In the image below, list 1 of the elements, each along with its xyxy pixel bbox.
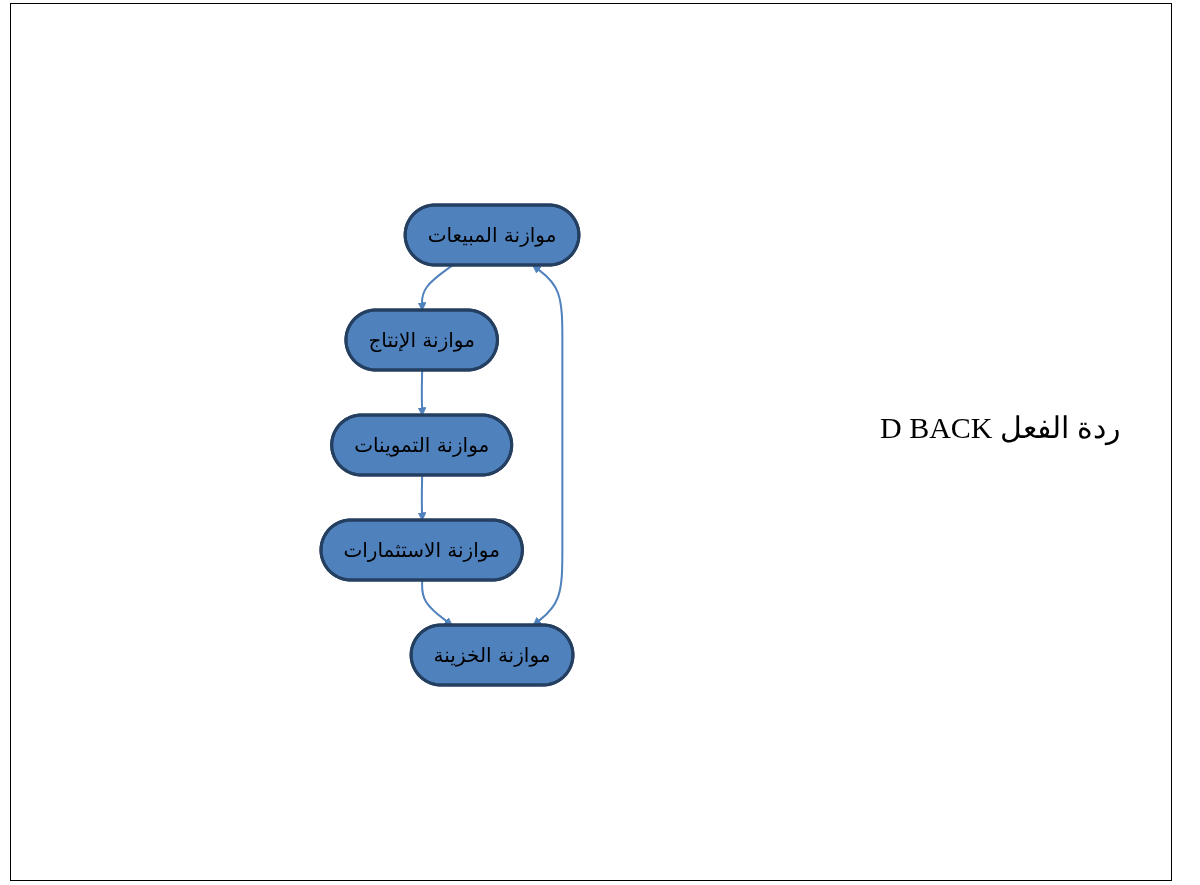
feedback-label: ردة الفعل D BACK [880,410,1120,445]
